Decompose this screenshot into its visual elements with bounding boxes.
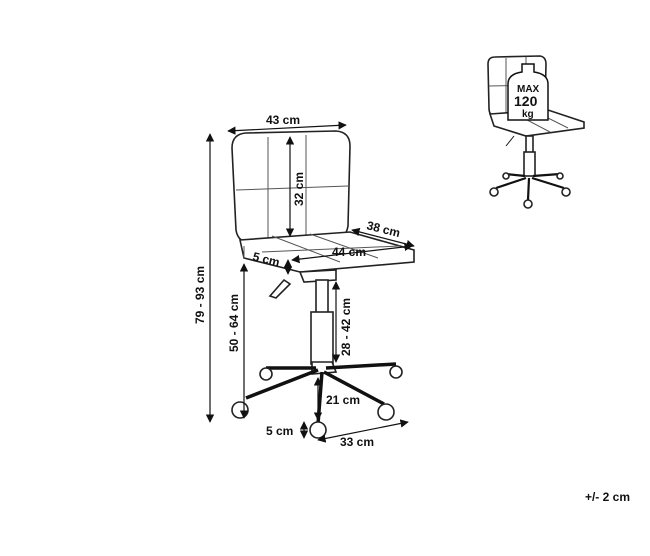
chair-drawing [231,130,415,439]
badge-max-label: MAX [517,84,540,95]
badge-weight-value: 120 [514,93,538,109]
weight-icon [507,63,549,121]
dim-label-caster-height: 5 cm [266,424,293,438]
dim-label-base-height: 21 cm [326,393,360,407]
dim-label-base-radius: 33 cm [340,435,374,449]
dim-label-gas-lift: 28 - 42 cm [339,298,353,356]
tolerance-note: +/- 2 cm [584,490,630,504]
dim-label-seat-width-back: 43 cm [266,113,300,127]
max-load-thumbnail: MAX 120 kg [487,55,585,209]
dim-label-seat-thickness: 5 cm [251,249,281,269]
dim-label-total-height: 79 - 93 cm [193,266,207,324]
dimension-lines [205,121,415,443]
dim-label-seat-depth: 38 cm [365,218,401,240]
badge-weight-unit: kg [522,109,534,120]
dim-label-back-height: 32 cm [292,172,306,206]
dim-label-seat-width: 44 cm [332,245,366,259]
dim-label-seat-height: 50 - 64 cm [227,294,241,352]
